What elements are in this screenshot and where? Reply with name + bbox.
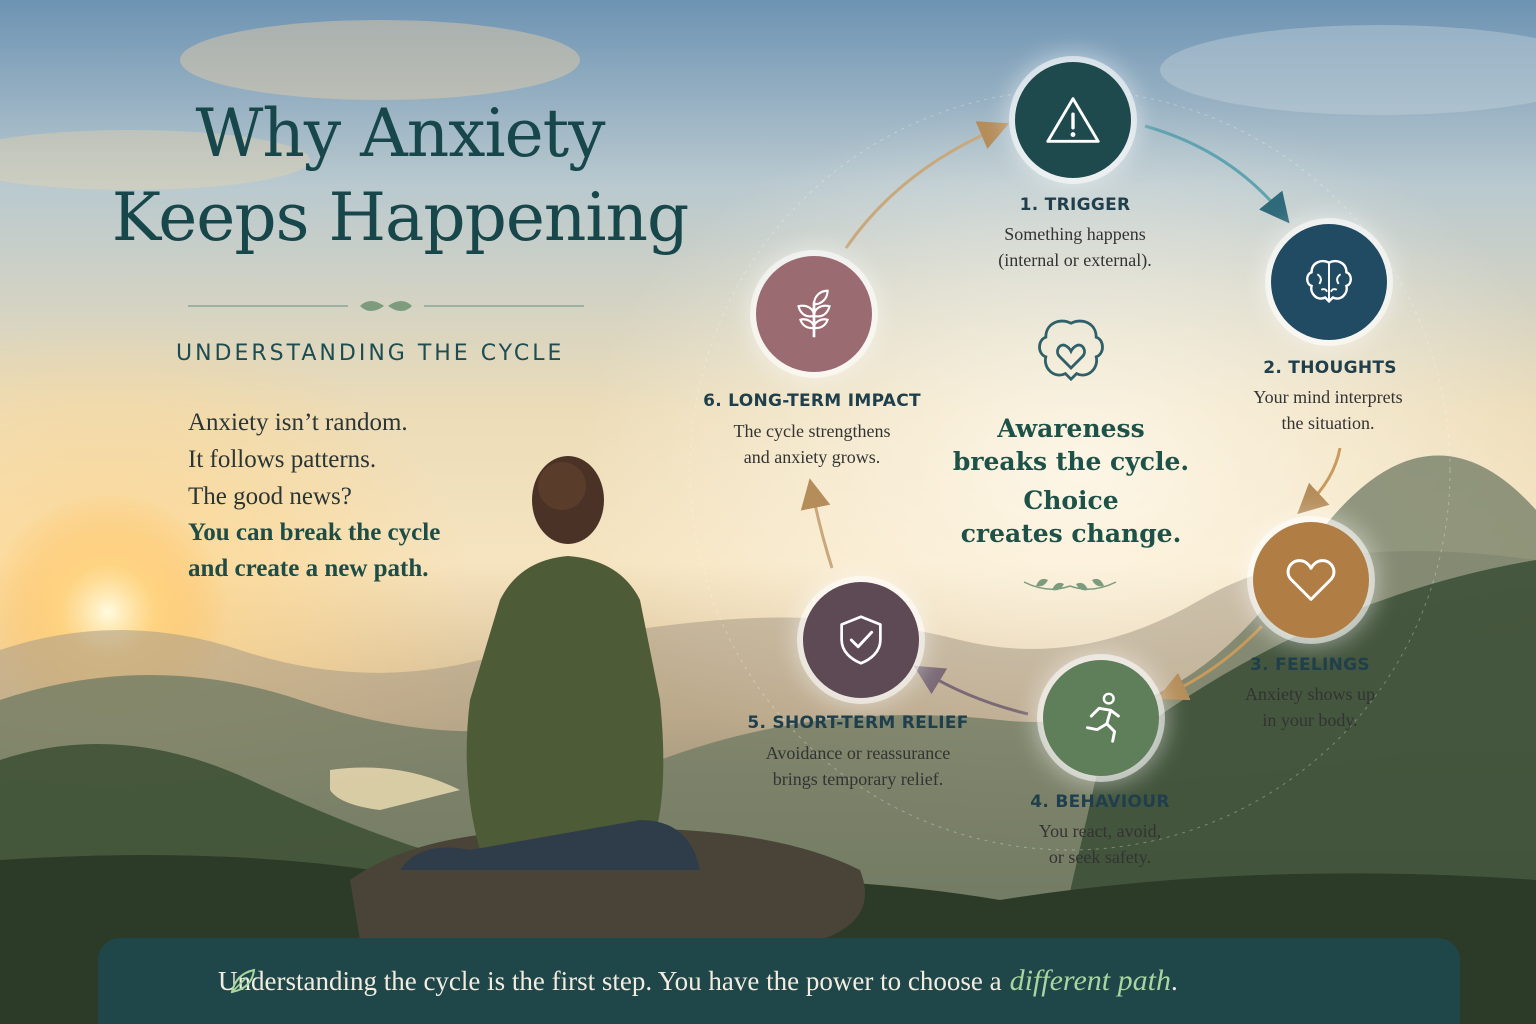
center-line-4: creates change. — [960, 519, 1182, 548]
step-5-title: 5. SHORT-TERM RELIEF — [747, 713, 969, 733]
footer-highlight: different path — [1009, 964, 1171, 997]
arrow-1-to-2 — [1144, 124, 1290, 224]
center-line-1: Awareness — [997, 414, 1145, 443]
running-person-icon — [1085, 692, 1120, 743]
intro-text: Anxiety isn’t random. It follows pattern… — [188, 404, 528, 587]
brain-icon — [1306, 259, 1352, 304]
brain-heart-icon — [1038, 319, 1104, 382]
step-1-trigger-node — [1015, 62, 1131, 178]
step-6-desc-line-1: The cycle strengthens — [733, 421, 891, 441]
step-5-relief-node — [803, 582, 919, 698]
step-2-title: 2. THOUGHTS — [1263, 358, 1397, 378]
heart-icon — [1286, 559, 1336, 601]
arrow-5-to-6 — [800, 478, 834, 569]
step-4-desc-line-2: or seek safety. — [1048, 847, 1152, 867]
leaf-icon — [230, 968, 256, 994]
seated-person — [400, 456, 700, 870]
step-1-title: 1. TRIGGER — [1019, 195, 1131, 215]
step-4-desc: You react, avoid, or seek safety. — [990, 818, 1210, 870]
step-5-desc-line-2: brings temporary relief. — [772, 769, 944, 789]
arrow-6-to-1 — [844, 121, 1010, 249]
shield-check-icon — [840, 615, 882, 665]
arrow-3-to-4 — [1157, 624, 1264, 701]
step-1-desc-line-2: (internal or external). — [998, 250, 1152, 270]
step-2-thoughts-node — [1271, 224, 1387, 340]
step-6-impact-node — [756, 256, 872, 372]
arrow-2-to-3 — [1297, 447, 1342, 515]
footer-text: Understanding the cycle is the first ste… — [218, 965, 1002, 996]
title-line-1: Why Anxiety — [195, 95, 606, 172]
step-3-title: 3. FEELINGS — [1250, 655, 1370, 675]
warning-icon — [1046, 97, 1100, 143]
step-1-desc: Something happens (internal or external)… — [960, 221, 1190, 273]
step-4-title: 4. BEHAVIOUR — [1030, 792, 1170, 812]
arrow-4-to-5 — [913, 665, 1029, 716]
step-6-desc-line-2: and anxiety grows. — [743, 447, 881, 467]
step-3-feelings-node — [1253, 522, 1369, 638]
footer-banner: Understanding the cycle is the first ste… — [98, 938, 1460, 1024]
step-2-desc: Your mind interprets the situation. — [1220, 384, 1436, 436]
step-5-desc-line-1: Avoidance or reassurance — [765, 743, 951, 763]
step-3-desc: Anxiety shows up in your body. — [1200, 681, 1420, 733]
step-4-desc-line-1: You react, avoid, — [1038, 821, 1162, 841]
step-2-desc-line-1: Your mind interprets — [1253, 387, 1403, 407]
step-1-desc-line-1: Something happens — [1004, 224, 1146, 244]
intro-line-2: It follows patterns. — [188, 446, 377, 473]
step-4-behaviour-node — [1043, 660, 1159, 776]
center-message: Awareness breaks the cycle. Choice creat… — [940, 412, 1202, 550]
title-line-2: Keeps Happening — [111, 179, 690, 256]
page-title: Why Anxiety Keeps Happening — [70, 92, 730, 260]
intro-line-1: Anxiety isn’t random. — [188, 409, 408, 436]
step-6-title: 6. LONG-TERM IMPACT — [703, 391, 921, 411]
center-leaf-divider — [1023, 578, 1117, 591]
footer-end: . — [1170, 965, 1178, 996]
leaf-divider — [188, 301, 584, 311]
step-5-desc: Avoidance or reassurance brings temporar… — [740, 740, 976, 792]
step-3-desc-line-2: in your body. — [1262, 710, 1358, 730]
center-line-3: Choice — [1023, 486, 1119, 515]
intro-emphasis-1: You can break the cycle — [188, 519, 441, 546]
subtitle: UNDERSTANDING THE CYCLE — [176, 341, 565, 366]
intro-emphasis-2: and create a new path. — [188, 555, 429, 582]
sprout-icon — [797, 289, 831, 338]
step-2-desc-line-2: the situation. — [1281, 413, 1375, 433]
step-6-desc: The cycle strengthens and anxiety grows. — [700, 418, 924, 470]
center-line-2: breaks the cycle. — [952, 447, 1190, 476]
step-3-desc-line-1: Anxiety shows up — [1245, 684, 1375, 704]
intro-line-3: The good news? — [188, 483, 352, 510]
